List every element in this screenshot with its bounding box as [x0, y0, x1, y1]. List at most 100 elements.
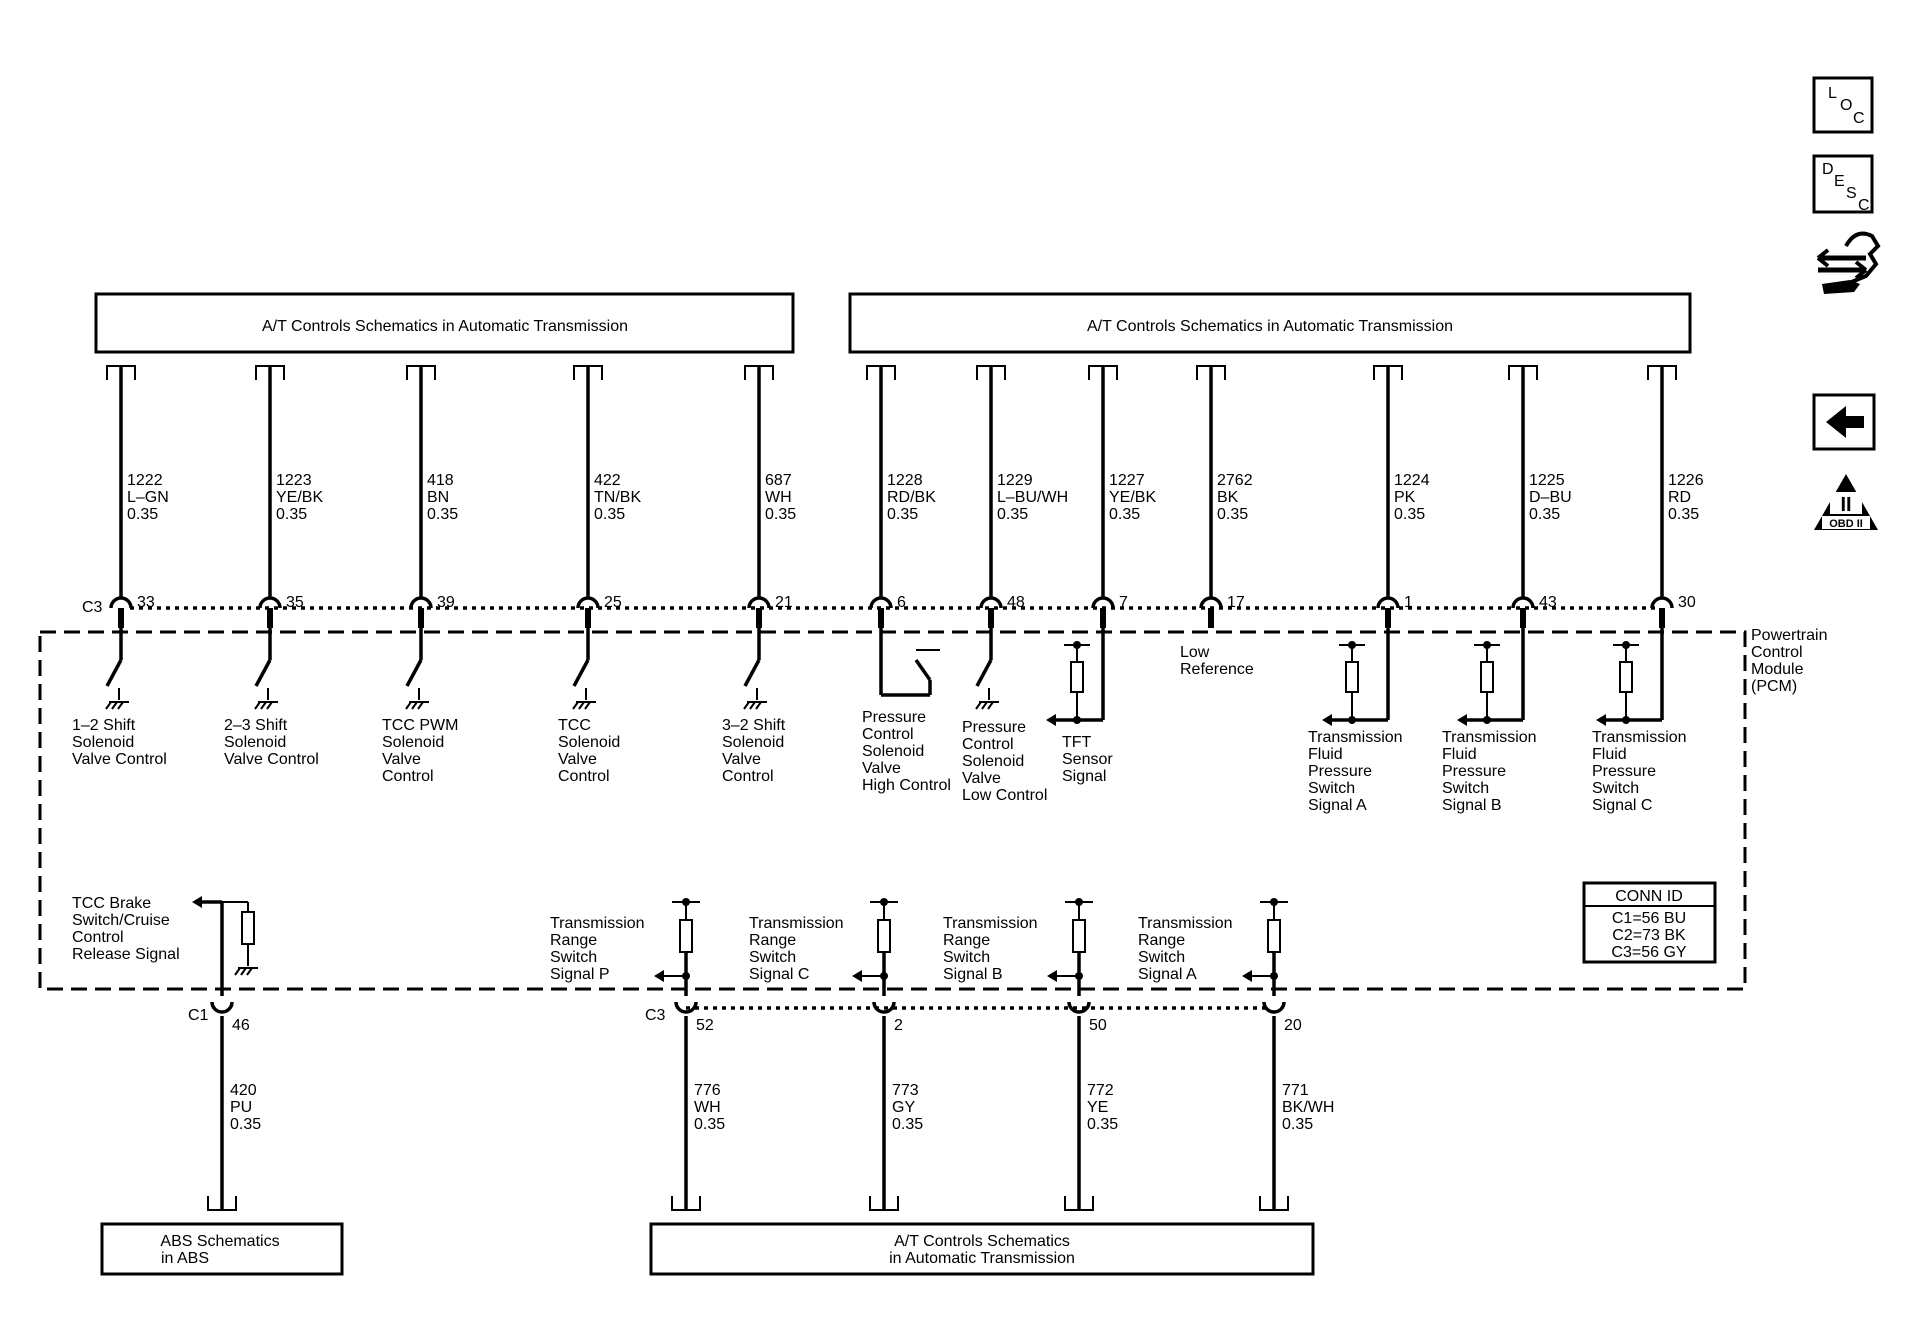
circuit-label: Control [722, 768, 774, 785]
svg-text:in ABS: in ABS [161, 1250, 209, 1267]
back-arrow-button[interactable] [1812, 393, 1876, 451]
conn-id-line: C3=56 GY [1611, 944, 1686, 961]
connector-tool-icon[interactable] [1816, 231, 1881, 294]
loc-button[interactable]: L O C [1812, 76, 1874, 134]
wire-size: 0.35 [892, 1116, 923, 1133]
pin-number: 39 [437, 594, 455, 611]
circuit-label: High Control [862, 777, 951, 794]
circuit-label: Pressure [1308, 763, 1372, 780]
c1-connector-label: C1 [188, 1007, 209, 1024]
circuit-label: 3–2 Shift [722, 717, 786, 734]
circuit-label: Signal B [1442, 797, 1502, 814]
desc-button[interactable]: D E S C [1812, 154, 1874, 214]
abs-harness[interactable]: ABS Schematics in ABS [100, 1222, 344, 1276]
circuit-label: Switch [1442, 780, 1489, 797]
circuit-number: 773 [892, 1082, 919, 1099]
circuit-label: Transmission [1138, 915, 1233, 932]
pin-connector [409, 596, 433, 609]
wire-color: D–BU [1529, 489, 1572, 506]
circuit-number: 1229 [997, 472, 1033, 489]
wire-size: 0.35 [594, 506, 625, 523]
pin-number: 30 [1678, 594, 1696, 611]
circuit-label: Transmission [1308, 729, 1403, 746]
pin-connector [576, 596, 600, 609]
wire-color: BN [427, 489, 449, 506]
pcm-label: Powertrain Control Module (PCM) [1751, 627, 1827, 695]
circuit-label: Release Signal [72, 946, 180, 963]
circuit-number: 687 [765, 472, 792, 489]
conn-id-title: CONN ID [1615, 888, 1683, 905]
top-left-harness[interactable]: A/T Controls Schematics in Automatic Tra… [94, 292, 795, 354]
circuit-label: Signal C [1592, 797, 1652, 814]
circuit-label: Solenoid [962, 753, 1024, 770]
circuit-label: Reference [1180, 661, 1254, 678]
circuit-label: Switch [1308, 780, 1355, 797]
wire-color: GY [892, 1099, 915, 1116]
c3-bottom-connector-label: C3 [645, 1007, 666, 1024]
circuit-label: Pressure [862, 709, 926, 726]
wire-color: TN/BK [594, 489, 641, 506]
circuit-label: Control [862, 726, 914, 743]
wire-size: 0.35 [276, 506, 307, 523]
circuit-label: Range [550, 932, 597, 949]
pin-number: 6 [897, 594, 906, 611]
harness-terminal [1259, 1196, 1289, 1211]
svg-text:D: D [1822, 161, 1834, 178]
circuit-label: 2–3 Shift [224, 717, 288, 734]
circuit-label: Control [962, 736, 1014, 753]
wire-size: 0.35 [1529, 506, 1560, 523]
pin-number: 46 [232, 1017, 250, 1034]
circuit-label: Pressure [1592, 763, 1656, 780]
pin-connector [210, 1001, 234, 1014]
bottom-at-harness[interactable]: A/T Controls Schematics in Automatic Tra… [649, 1222, 1315, 1276]
obd-ii-button[interactable]: II OBD II [1814, 474, 1878, 530]
circuit-number: 776 [694, 1082, 721, 1099]
wire-size: 0.35 [1109, 506, 1140, 523]
pin-connector [1376, 596, 1400, 609]
wire-color: WH [765, 489, 792, 506]
wire-size: 0.35 [230, 1116, 261, 1133]
svg-text:in Automatic Transmission: in Automatic Transmission [889, 1250, 1075, 1267]
circuit-label: Control [72, 929, 124, 946]
harness-terminal [671, 1196, 701, 1211]
pin-number: 48 [1007, 594, 1025, 611]
pin-number: 1 [1404, 594, 1413, 611]
wire-color: PU [230, 1099, 252, 1116]
circuit-number: 1224 [1394, 472, 1430, 489]
circuit-number: 418 [427, 472, 454, 489]
circuit-number: 1228 [887, 472, 923, 489]
pin-connector [1199, 596, 1223, 609]
circuit-label: Range [943, 932, 990, 949]
circuit-label: Switch [749, 949, 796, 966]
circuit-label: Range [1138, 932, 1185, 949]
wire-color: L–BU/WH [997, 489, 1068, 506]
circuit-number: 2762 [1217, 472, 1253, 489]
top-right-harness[interactable]: A/T Controls Schematics in Automatic Tra… [848, 292, 1692, 354]
svg-text:L: L [1828, 85, 1837, 102]
circuit-label: Valve [962, 770, 1001, 787]
